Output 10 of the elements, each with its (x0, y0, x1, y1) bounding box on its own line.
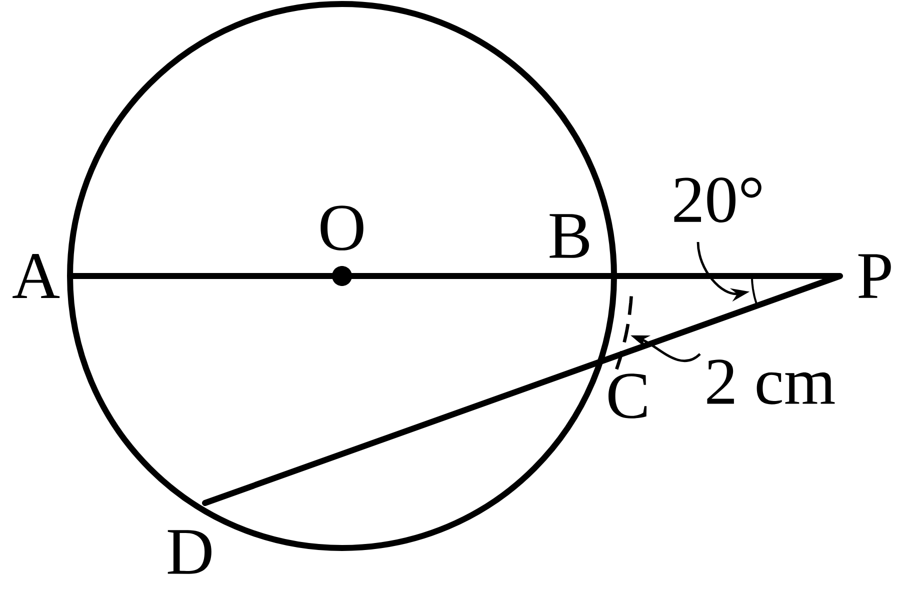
point-label: D (168, 530, 212, 574)
point-label: A (12, 254, 60, 298)
point-label: P (858, 254, 891, 298)
annotation-text: 2 cm (707, 360, 835, 404)
point-label: O (320, 206, 364, 250)
dashed-arc (614, 296, 633, 371)
annotation-text: 20° (674, 178, 762, 222)
point-label: B (550, 214, 589, 258)
point-label: C (608, 374, 647, 418)
angle-arc (751, 276, 758, 306)
